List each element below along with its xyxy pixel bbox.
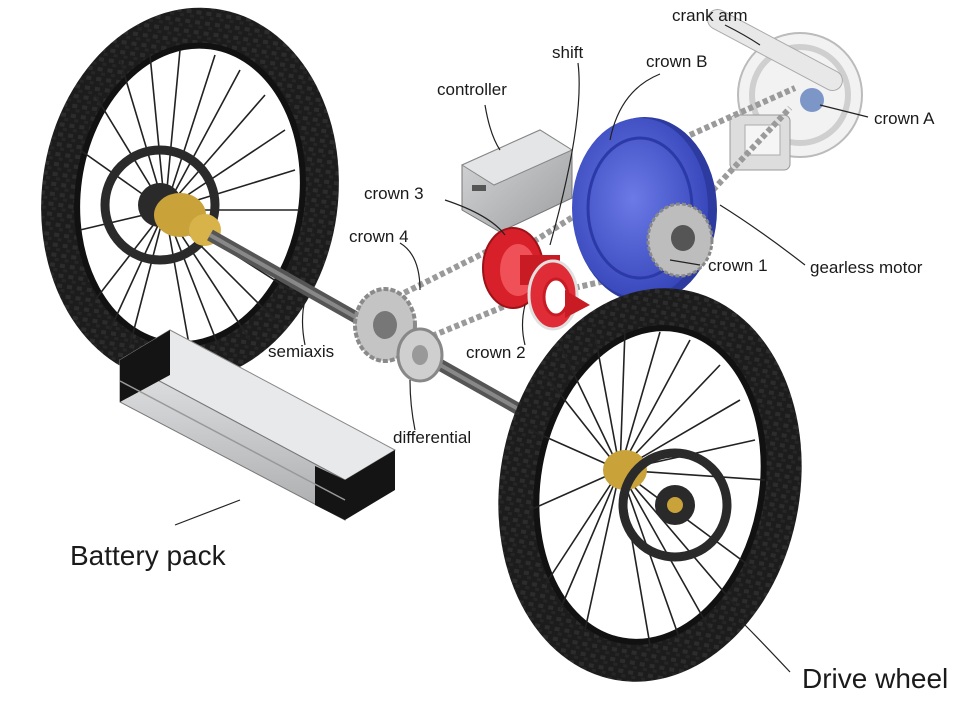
leader-lines	[174, 24, 869, 673]
shift-mechanism	[482, 227, 590, 331]
label-semiaxis: semiaxis	[268, 342, 334, 361]
left-wheel	[41, 7, 339, 383]
axle-and-differential	[207, 229, 523, 416]
labels: crank arm shift crown B crown A controll…	[70, 6, 948, 694]
label-crown-a: crown A	[874, 109, 935, 128]
crank-assembly	[707, 8, 863, 171]
drive-brake-disc	[618, 448, 732, 562]
drive-wheel-spokes	[529, 329, 766, 646]
drive-hub	[603, 450, 647, 490]
crown-a-gear	[800, 88, 824, 112]
gearless-motor-part	[572, 117, 717, 303]
label-drive-wheel: Drive wheel	[802, 663, 948, 694]
drive-wheel-part	[498, 288, 802, 682]
controller-box	[460, 129, 574, 233]
label-differential: differential	[393, 428, 471, 447]
battery-pack-part	[118, 329, 397, 521]
label-crown-2: crown 2	[466, 343, 526, 362]
label-gearless-motor: gearless motor	[810, 258, 923, 277]
label-crown-b: crown B	[646, 52, 707, 71]
label-crown-1: crown 1	[708, 256, 768, 275]
label-battery-pack: Battery pack	[70, 540, 227, 571]
label-shift: shift	[552, 43, 583, 62]
label-controller: controller	[437, 80, 507, 99]
label-crown-4: crown 4	[349, 227, 409, 246]
label-crank-arm: crank arm	[672, 6, 748, 25]
left-brake-disc	[100, 145, 220, 265]
crank-arm-part	[707, 8, 843, 92]
label-crown-3: crown 3	[364, 184, 424, 203]
